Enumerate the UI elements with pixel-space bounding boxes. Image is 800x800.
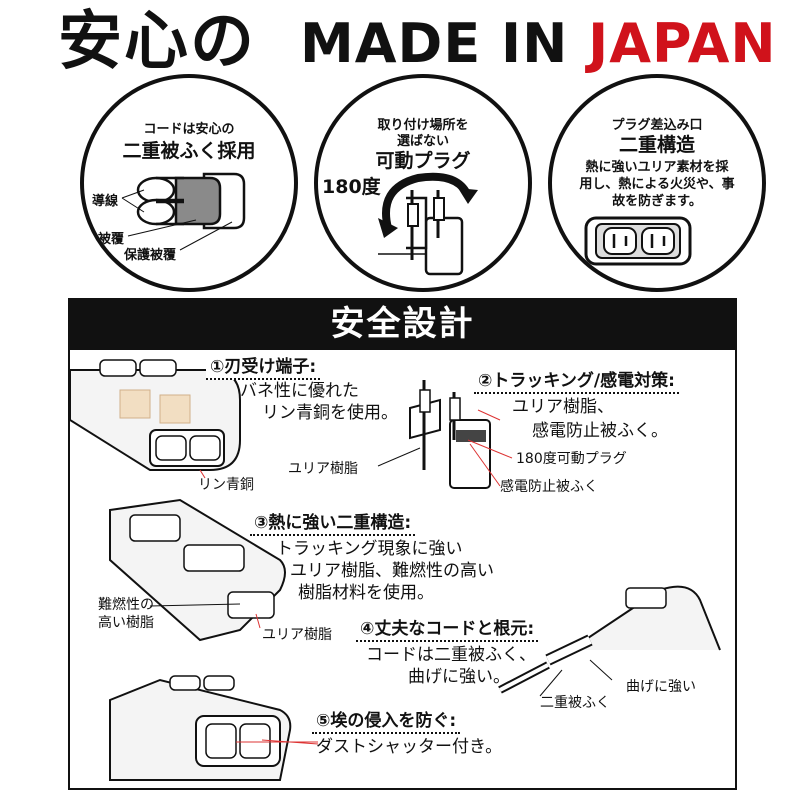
structure-line1: プラグ差込み口 [611, 118, 703, 133]
s3-body1: トラッキング現象に強い [276, 539, 463, 559]
plug-line3: 可動プラグ [375, 150, 471, 172]
structure-line2: 二重構造 [618, 134, 695, 156]
s2-heading: ②トラッキング/感電対策: [474, 370, 679, 394]
s4-heading: ④丈夫なコードと根元: [356, 618, 539, 642]
s1-body1: バネ性に優れた [240, 381, 359, 401]
cord-title-line1: コードは安心の [143, 122, 235, 137]
s2-note-cover: 感電防止被ふく [500, 479, 598, 495]
header-made-in: MADE IN [300, 12, 589, 75]
plug-degree: 180度 [322, 176, 381, 198]
s2-body2: 感電防止被ふく。 [532, 421, 668, 441]
plug-line2: 選ばない [396, 134, 449, 149]
safety-title: 安全設計 [330, 304, 475, 344]
structure-line5: 故を防ぎます。 [612, 194, 702, 209]
s3-heading: ③熱に強い二重構造: [250, 512, 416, 536]
outlet-illustration [584, 216, 692, 266]
s2-note-resin: ユリア樹脂 [288, 461, 358, 477]
s4-note-bend: 曲げに強い [626, 679, 696, 695]
cord-label-wire: 導線 [92, 194, 119, 209]
s2-note-plug: 180度可動プラグ [516, 451, 627, 467]
cord-label-protect: 保護被覆 [124, 248, 177, 263]
s3-note-left1: 難燃性の [98, 597, 154, 613]
s4-body2: 曲げに強い。 [408, 667, 510, 687]
s1-note: リン青銅 [198, 477, 254, 493]
s3-body2: ユリア樹脂、難燃性の高い [290, 561, 494, 581]
header-title-en: MADE IN JAPAN [300, 12, 777, 76]
circle-structure: プラグ差込み口 二重構造 熱に強いユリア素材を採 用し、熱による火災や、事 故を… [548, 74, 766, 292]
structure-line3: 熱に強いユリア素材を採 [585, 160, 729, 175]
s4-body1: コードは二重被ふく、 [366, 645, 536, 665]
circle-cord: コードは安心の 二重被ふく採用 導線 被覆 保護被覆 [80, 74, 298, 292]
safety-banner: 安全設計 [68, 298, 737, 350]
s3-note-left2: 高い樹脂 [98, 615, 154, 631]
header-japan: JAPAN [588, 12, 777, 75]
s2-body1: ユリア樹脂、 [512, 397, 614, 417]
header-title-jp: 安心の [58, 4, 256, 79]
s3-body3: 樹脂材料を使用。 [298, 583, 434, 603]
s1-heading: ①刃受け端子: [206, 356, 321, 380]
cord-label-cover: 被覆 [98, 232, 125, 247]
cord-illustration [121, 172, 246, 251]
s4-note-double: 二重被ふく [540, 695, 610, 711]
s5-body1: ダストシャッター付き。 [316, 737, 503, 757]
plug-line1: 取り付け場所を [377, 118, 469, 133]
circle-plug: 取り付け場所を 選ばない 可動プラグ 180度 [314, 74, 532, 292]
structure-line4: 用し、熱による火災や、事 [579, 177, 735, 192]
plug-illustration [378, 172, 478, 276]
s1-body2: リン青銅を使用。 [262, 403, 398, 423]
s5-heading: ⑤埃の侵入を防ぐ: [312, 710, 461, 734]
s3-note-resin: ユリア樹脂 [262, 627, 332, 643]
cord-title-line2: 二重被ふく採用 [122, 140, 256, 162]
